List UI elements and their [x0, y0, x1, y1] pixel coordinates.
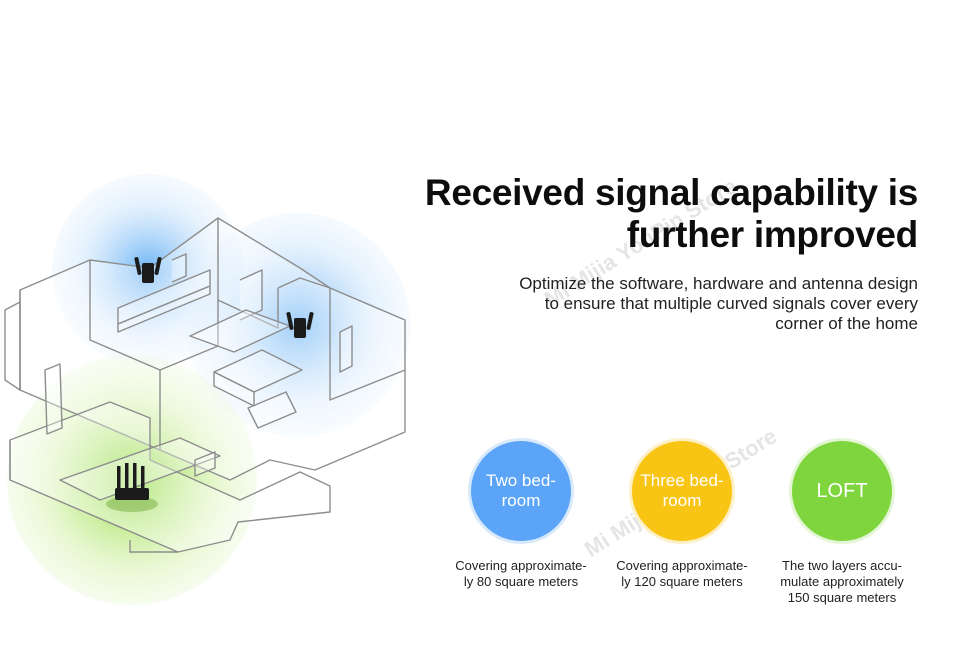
caption-line: ly 120 square meters [621, 574, 743, 589]
page-title: Received signal capability is further im… [398, 172, 918, 256]
description-line: corner of the home [775, 314, 918, 333]
caption-line: Covering approximate- [616, 558, 748, 573]
badge-label: room [501, 491, 541, 510]
repeater-icon [134, 257, 162, 283]
caption-line: 150 square meters [787, 590, 897, 605]
badge-label: room [662, 491, 702, 510]
two-bedroom-badge: Two bed- room [471, 441, 571, 541]
caption-line: Covering approximate- [455, 558, 587, 573]
caption-line: The two layers accu- [782, 558, 902, 573]
badge-label: Two bed- [486, 471, 556, 490]
caption-line: mulate approximately [780, 574, 904, 589]
badge-label: Three bed- [640, 471, 724, 490]
router-icon [106, 463, 158, 512]
title-line: Received signal capability is [424, 172, 918, 213]
description: Optimize the software, hardware and ante… [448, 274, 918, 334]
floor-plan-illustration [4, 174, 410, 605]
loft-caption: The two layers accu- mulate approximatel… [762, 558, 922, 606]
two-bedroom-caption: Covering approximate- ly 80 square meter… [441, 558, 601, 590]
three-bedroom-badge: Three bed- room [632, 441, 732, 541]
description-line: Optimize the software, hardware and ante… [519, 274, 918, 293]
title-line: further improved [626, 214, 919, 255]
three-bedroom-caption: Covering approximate- ly 120 square mete… [602, 558, 762, 590]
repeater-icon [286, 312, 314, 338]
building-outline [4, 217, 406, 553]
description-line: to ensure that multiple curved signals c… [544, 294, 918, 313]
badge-label: LOFT [816, 480, 868, 502]
loft-badge: LOFT [792, 441, 892, 541]
caption-line: ly 80 square meters [463, 574, 579, 589]
